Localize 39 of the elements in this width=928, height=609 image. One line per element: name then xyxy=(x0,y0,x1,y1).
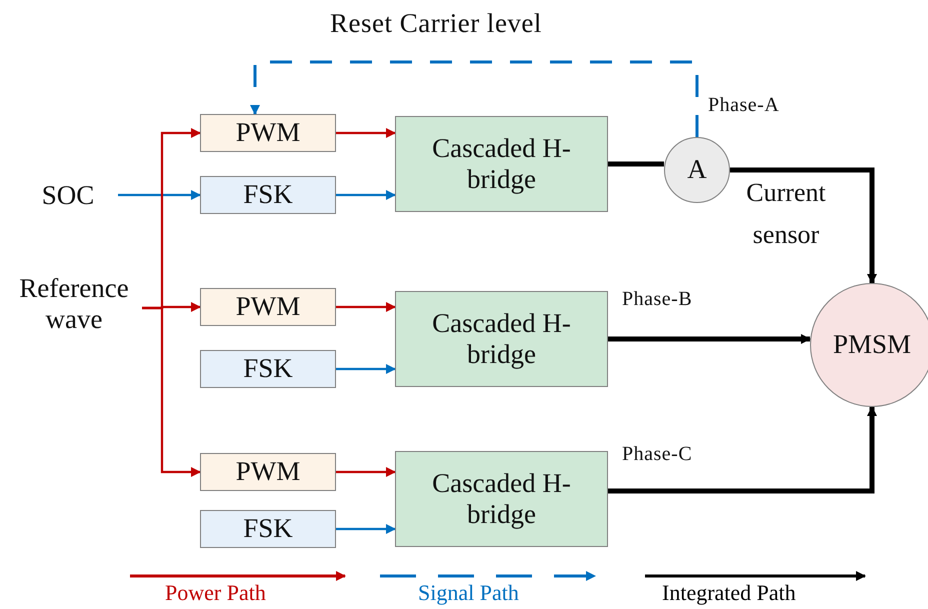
block-label: PWM xyxy=(236,117,300,149)
arrow xyxy=(142,306,201,477)
connector-line xyxy=(608,162,664,166)
fsk-block xyxy=(200,510,336,548)
h-bridge-block xyxy=(395,291,608,387)
block-label: PWM xyxy=(236,456,300,488)
phase-label: Phase-A xyxy=(708,94,780,117)
legend-label: Power Path xyxy=(165,580,266,606)
block-label: FSK xyxy=(243,513,293,545)
arrow xyxy=(336,364,396,374)
arrow xyxy=(118,190,201,200)
block-label: FSK xyxy=(243,179,293,211)
input-label: SOC xyxy=(28,178,108,214)
h-bridge-block xyxy=(395,451,608,547)
h-bridge-block xyxy=(395,116,608,212)
arrow xyxy=(336,190,396,200)
fsk-block xyxy=(200,176,336,214)
arrow xyxy=(336,128,396,138)
pwm-block xyxy=(200,453,336,491)
arrow xyxy=(336,524,396,534)
block-label: Cascaded H-bridge xyxy=(431,468,572,530)
block-label: PMSM xyxy=(832,329,912,361)
arrow xyxy=(336,302,396,312)
block-label: PWM xyxy=(236,291,300,323)
arrow xyxy=(730,168,877,284)
fsk-block xyxy=(200,350,336,388)
block-label: Cascaded H-bridge xyxy=(431,132,572,196)
legend-label: Integrated Path xyxy=(662,580,796,606)
pwm-block xyxy=(200,288,336,326)
legend-label: Signal Path xyxy=(418,580,519,606)
block-label: Cascaded H-bridge xyxy=(431,308,572,370)
arrow xyxy=(336,467,396,477)
block-label: FSK xyxy=(243,353,293,385)
input-label: Reference wave xyxy=(4,262,144,346)
block-label: A xyxy=(687,154,707,186)
arrow xyxy=(608,406,877,494)
arrow xyxy=(608,334,811,344)
pwm-block xyxy=(200,114,336,152)
sensor-caption: Current sensor xyxy=(745,177,827,251)
